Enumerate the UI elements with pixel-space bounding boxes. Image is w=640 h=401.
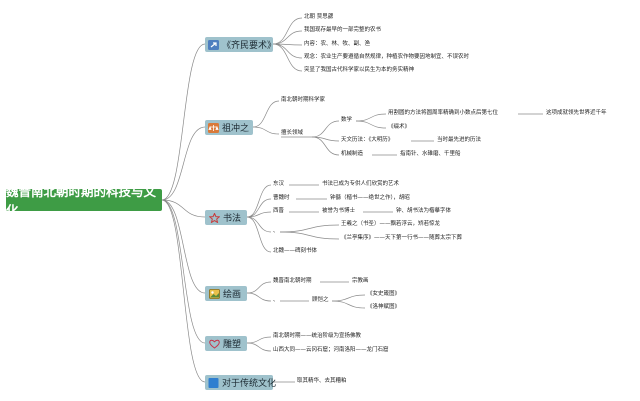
scale-icon: [208, 122, 219, 133]
root-topic-label: 魏晋南北朝时期的科技与文化: [6, 184, 157, 218]
zu-astronomy: 天文历法：《大明历》: [341, 137, 394, 143]
branch-label: 对于传统文化: [222, 379, 277, 389]
cal-line: [246, 184, 272, 218]
cal-xijin: 西晋: [273, 208, 285, 214]
cal-donghan: 东汉: [273, 181, 285, 187]
star-icon: [208, 212, 220, 223]
branch-label: 《齐民要术》: [222, 41, 277, 51]
root-topic[interactable]: 魏晋南北朝时期的科技与文化: [6, 184, 162, 218]
paint-comma: 、: [273, 297, 279, 303]
square-icon: [208, 377, 219, 388]
qimin-author: 北朝 贾思勰: [304, 14, 334, 20]
zu-math: 数学: [341, 117, 353, 123]
zu-math-pi-result: 这项成就领先世界近千年: [546, 110, 607, 116]
zu-line: [355, 113, 387, 122]
tradition-note: 取其精华、去其糟粕: [297, 378, 347, 384]
cal-line: [246, 198, 272, 218]
zu-machinery: 机械制造: [341, 151, 364, 157]
root-to-branch-line: [161, 199, 206, 344]
branch-sculpture[interactable]: 雕塑: [205, 336, 247, 351]
paint-painter: 顾恺之: [312, 297, 329, 303]
cal-line: [246, 216, 272, 253]
cal-line: [279, 224, 340, 233]
sculpt-line: [246, 342, 272, 352]
painting-icon: [208, 288, 220, 299]
zu-era: 南北朝时期科学家: [281, 97, 326, 103]
branch-painting[interactable]: 绘画: [205, 286, 247, 301]
cal-xijin-note-b: 钟、胡书法为楷摹字体: [396, 208, 452, 214]
qimin-line: [272, 30, 303, 45]
cal-line: [246, 216, 272, 233]
qimin-line: [272, 17, 303, 45]
root-to-branch-line: [161, 199, 206, 383]
branch-qimin-yaoshu[interactable]: 《齐民要术》: [205, 37, 277, 52]
cal-caowei: 曹魏时: [273, 195, 290, 201]
branch-calligraphy[interactable]: 书法: [205, 210, 247, 225]
arrow-icon: [208, 39, 219, 50]
root-to-branch-line: [161, 199, 206, 218]
paint-line: [246, 292, 272, 302]
cal-line: [246, 211, 272, 218]
branch-label: 书法: [223, 214, 242, 224]
qimin-line: [272, 43, 303, 72]
zu-math-pi: 用割圆的方法将圆周率精确到小数点后第七位: [388, 110, 499, 116]
root-to-branch-line: [161, 43, 206, 201]
qimin-content: 内容：农、林、牧、副、渔: [304, 41, 371, 47]
root-to-branch-line: [161, 126, 206, 201]
cal-caowei-note: 钟繇（楷书——绝世之作），胡昭: [330, 195, 410, 201]
branch-zu-chongzhi[interactable]: 祖冲之: [205, 120, 253, 135]
paint-work-b: 《洛神赋图》: [367, 304, 401, 310]
cal-beiwei: 北魏——碑刻书体: [273, 248, 318, 254]
qimin-spirit: 突显了我国古代科学家以民生为本的务实精神: [304, 67, 415, 73]
paint-line: [246, 281, 272, 294]
heart-icon: [208, 338, 220, 349]
sculpt-grottoes: 山西大同——云冈石窟；河南洛阳——龙门石窟: [273, 347, 389, 353]
zu-math-book: 《缀术》: [388, 124, 411, 130]
cal-comma: 、: [273, 228, 279, 234]
sculpt-purpose: 南北朝时期——统治阶级为宣扬佛教: [273, 333, 362, 339]
branch-label: 雕塑: [223, 340, 242, 350]
paint-work-a: 《女史箴图》: [367, 291, 401, 297]
cal-line: [279, 231, 340, 240]
branch-tradition[interactable]: 对于传统文化: [205, 375, 277, 390]
root-to-branch-line: [161, 199, 206, 294]
paint-theme: 宗教画: [352, 278, 369, 284]
qimin-concept: 观念：农业生产要遵循自然规律，种植农作物要因地制宜、不误农时: [304, 54, 470, 60]
paint-line: [331, 300, 366, 309]
qimin-fact: 我国现存最早的一部完整的农书: [304, 27, 382, 33]
zu-line: [311, 120, 340, 138]
cal-lanting: 《兰亭集序》——天下第一行书——随葬太宗下葬: [341, 235, 463, 241]
qimin-line: [272, 43, 303, 59]
zu-line: [252, 100, 280, 128]
branch-label: 祖冲之: [222, 124, 250, 134]
cal-donghan-note: 书法已成为专供人们欣赏的艺术: [322, 181, 400, 187]
cal-xijin-note-a: 被誉为书博士: [322, 208, 356, 214]
sculpt-line: [246, 336, 272, 344]
zu-line: [355, 120, 387, 129]
paint-era: 魏晋南北朝时期: [273, 278, 312, 284]
zu-line: [311, 136, 340, 156]
zu-astronomy-note: 当时最先进的历法: [437, 137, 482, 143]
zu-machinery-note: 指南针、水碓磨、千里船: [400, 151, 461, 157]
branch-label: 绘画: [223, 290, 242, 300]
zu-fields: 擅长领域: [281, 130, 304, 136]
paint-line: [331, 294, 366, 302]
cal-wang-xizhi: 王羲之（书圣）——飘若浮云，矫若惊龙: [341, 221, 441, 227]
zu-line: [252, 126, 280, 135]
